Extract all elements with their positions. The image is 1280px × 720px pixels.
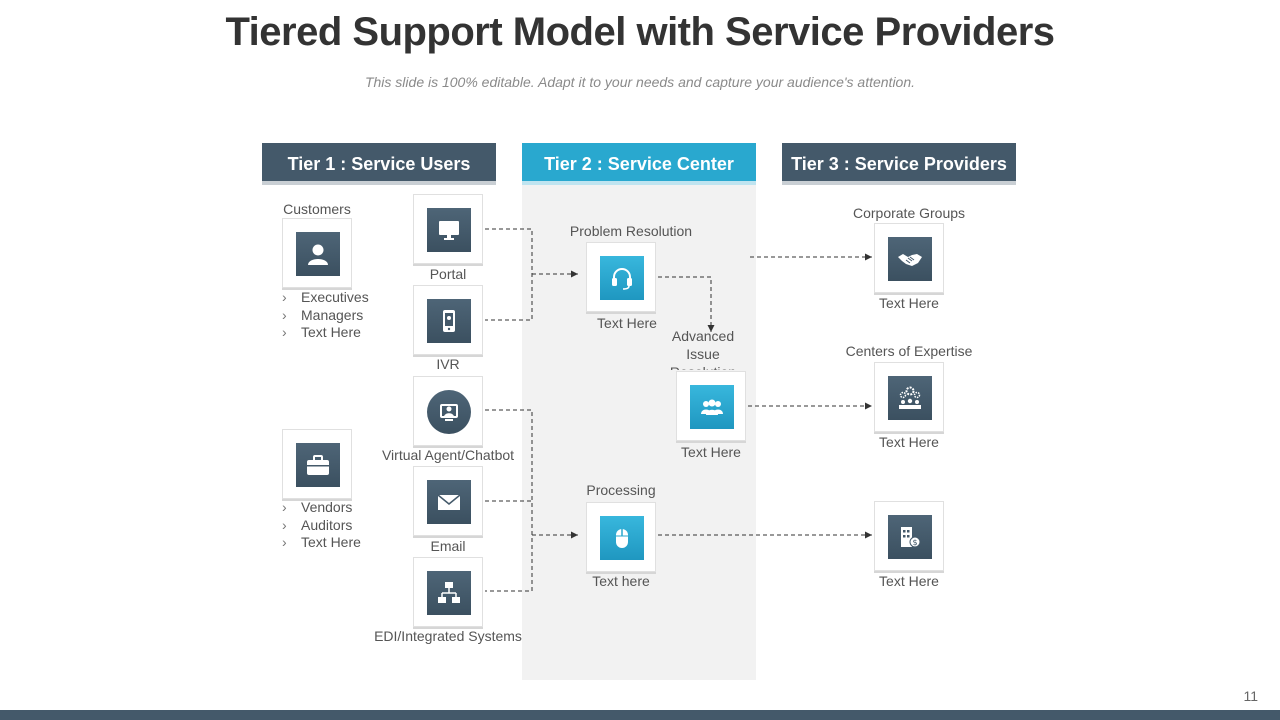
mouse-icon (600, 516, 644, 560)
corporate-groups-title: Corporate Groups (852, 205, 966, 221)
slide-subtitle: This slide is 100% editable. Adapt it to… (364, 74, 916, 90)
team-icon (690, 385, 734, 429)
vendors-bullet-3: Text Here (301, 534, 361, 550)
processing-title: Processing (586, 482, 656, 498)
customers-bullet-1: Executives (301, 289, 369, 305)
edi-label: EDI/Integrated Systems (374, 628, 522, 644)
ivr-tile (413, 285, 483, 355)
gears-team-icon (888, 376, 932, 420)
tier2-header: Tier 2 : Service Center (522, 143, 756, 185)
user-icon (296, 232, 340, 276)
monitor-icon (427, 208, 471, 252)
handshake-icon (888, 237, 932, 281)
customers-bullet-2: Managers (301, 306, 364, 323)
customers-label: Customers (283, 201, 351, 217)
footer-bar (0, 710, 1280, 720)
problem-resolution-title: Problem Resolution (569, 223, 693, 239)
page-number: 11 (1243, 688, 1258, 704)
customers-tile (282, 218, 352, 288)
vendors-bullet-1: Vendors (301, 499, 353, 515)
problem-resolution-tile (586, 242, 656, 312)
building-dollar-icon: $ (888, 515, 932, 559)
email-label: Email (430, 538, 466, 554)
centers-of-expertise-title: Centers of Expertise (845, 343, 973, 359)
problem-resolution-caption: Text Here (597, 315, 657, 331)
ivr-label: IVR (436, 356, 460, 372)
centers-of-expertise-caption: Text Here (879, 434, 939, 450)
edi-tile (413, 557, 483, 627)
slide-title: Tiered Support Model with Service Provid… (225, 10, 1055, 54)
vendors-tile (282, 429, 352, 499)
phone-icon (427, 299, 471, 343)
portal-tile (413, 194, 483, 264)
advanced-issue-caption: Text Here (681, 444, 741, 460)
chatbot-label: Virtual Agent/Chatbot (381, 447, 515, 463)
portal-label: Portal (429, 266, 467, 282)
email-tile (413, 466, 483, 536)
tier3-header: Tier 3 : Service Providers (782, 143, 1016, 185)
svg-text:$: $ (912, 538, 917, 547)
envelope-icon (427, 480, 471, 524)
chatbot-tile (413, 376, 483, 446)
advanced-issue-tile (676, 371, 746, 441)
processing-caption: Text here (592, 573, 650, 589)
advanced-issue-title: Advanced Issue Resolution (670, 328, 736, 370)
corporate-groups-caption: Text Here (879, 295, 939, 311)
corporate-groups-tile (874, 223, 944, 293)
briefcase-icon (296, 443, 340, 487)
customers-bullets: ›Executives ›Managers ›Text Here (282, 289, 369, 340)
customers-bullet-3: Text Here (301, 324, 361, 340)
vendors-bullet-2: Auditors (301, 516, 353, 533)
finance-provider-caption: Text Here (879, 573, 939, 589)
finance-provider-tile: $ (874, 501, 944, 571)
network-icon (427, 571, 471, 615)
processing-tile (586, 502, 656, 572)
headset-icon (600, 256, 644, 300)
centers-of-expertise-tile (874, 362, 944, 432)
vendors-bullets: ›Vendors ›Auditors ›Text Here (282, 499, 361, 550)
chatbot-icon (427, 390, 471, 434)
tier1-header: Tier 1 : Service Users (262, 143, 496, 185)
